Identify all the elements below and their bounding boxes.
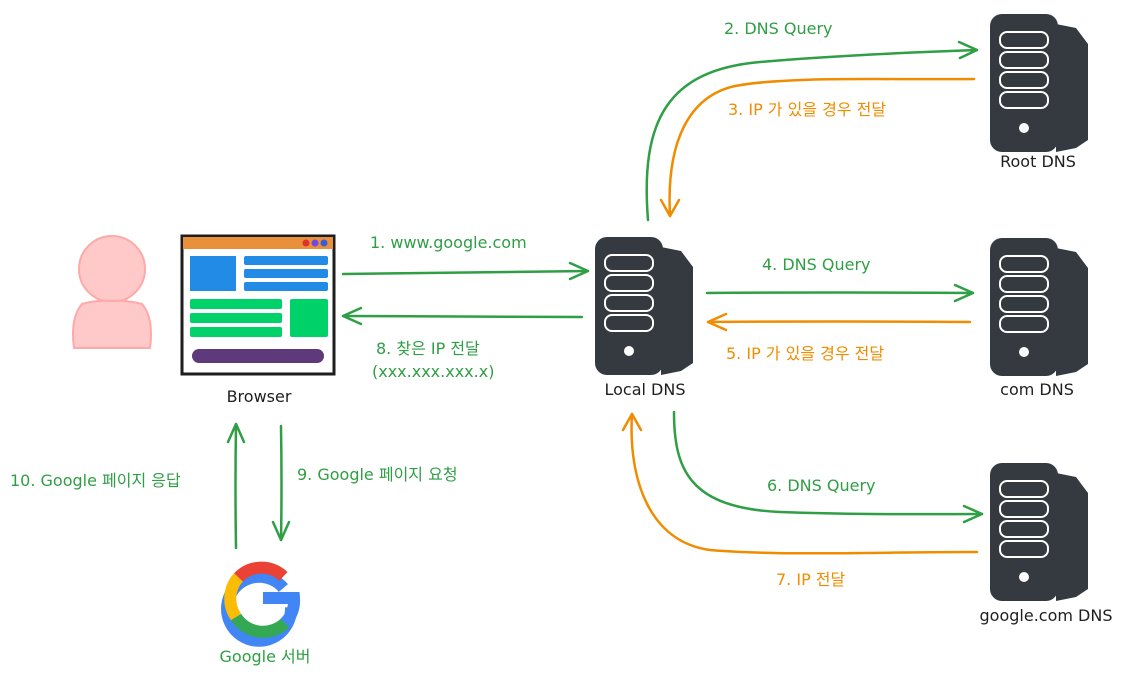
step-8-label: 8. 찾은 IP 전달 [376,339,480,358]
google-server-label: Google 서버 [219,647,311,666]
arrow-step-6 [672,410,984,524]
step-6-label: 6. DNS Query [767,476,876,495]
local-dns-server-icon [595,237,694,375]
arrow-step-4 [705,283,975,303]
step-7-label: 7. IP 전달 [776,570,846,589]
user-icon [72,235,152,349]
step-9-label: 9. Google 페이지 요청 [297,465,458,484]
root-dns-server-icon [990,14,1089,152]
arrow-step-5 [706,312,972,332]
google-dns-server-icon [990,463,1089,601]
browser-label: Browser [226,387,292,406]
root-dns-label: Root DNS [1000,152,1076,171]
arrow-step-1 [341,261,590,281]
google-dns-label: google.com DNS [979,606,1113,625]
step-2-label: 2. DNS Query [724,19,833,38]
arrow-step-3 [659,77,976,218]
com-dns-label: com DNS [1000,380,1074,399]
arrow-step-9 [271,424,291,542]
local-dns-label: Local DNS [604,380,686,399]
arrow-step-10 [226,422,246,550]
step-5-label: 5. IP 가 있을 경우 전달 [726,344,885,363]
arrow-step-8 [341,306,584,326]
browser-window-icon [180,234,336,376]
step-10-label: 10. Google 페이지 응답 [10,471,181,490]
step-1-label: 1. www.google.com [370,233,527,252]
step-4-label: 4. DNS Query [762,255,871,274]
step-3-label: 3. IP 가 있을 경우 전달 [728,100,887,119]
google-logo-icon [221,561,301,647]
step-8-ip-label: (xxx.xxx.xxx.x) [372,362,495,381]
arrow-step-7 [621,412,979,555]
arrow-step-2 [645,40,979,222]
com-dns-server-icon [990,238,1089,376]
